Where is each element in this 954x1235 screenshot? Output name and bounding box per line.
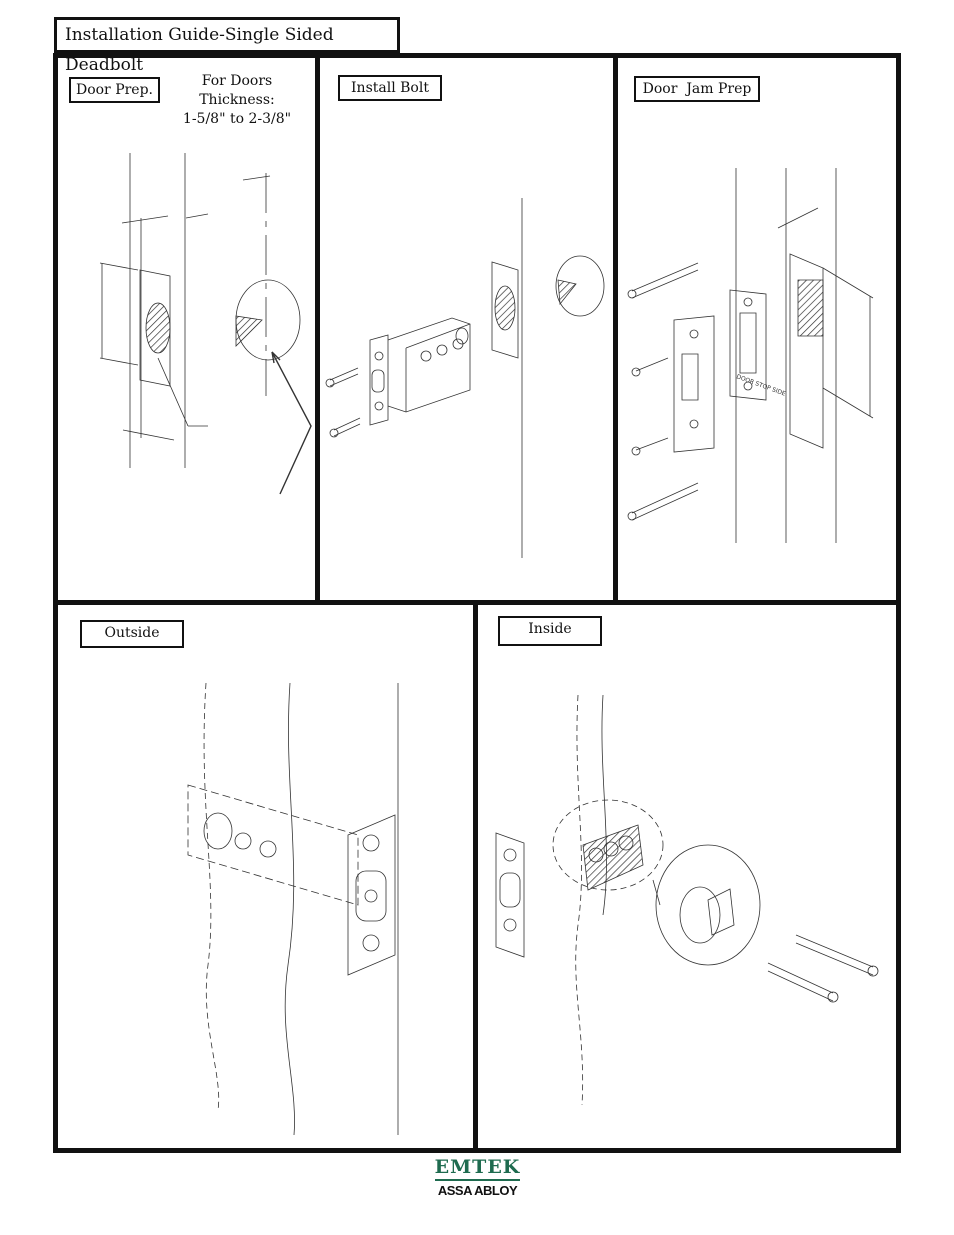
inside-label: Inside bbox=[498, 616, 602, 646]
panel-install-bolt: Install Bolt bbox=[320, 58, 613, 600]
brand-logo: EMTEK ASSA ABLOY bbox=[420, 1156, 535, 1198]
door-jam-prep-label-text: Door Jam Prep bbox=[642, 81, 752, 97]
door-thickness-note: For Doors Thickness: 1-5/8" to 2-3/8" bbox=[162, 72, 312, 129]
install-bolt-label: Install Bolt bbox=[338, 75, 442, 101]
page-title-text: Installation Guide-Single Sided Deadbolt bbox=[65, 25, 334, 75]
divider-1 bbox=[315, 58, 320, 601]
page-title: Installation Guide-Single Sided Deadbolt bbox=[54, 17, 400, 75]
divider-horizontal bbox=[58, 600, 896, 605]
install-bolt-label-text: Install Bolt bbox=[351, 80, 429, 96]
door-jam-prep-label: Door Jam Prep bbox=[634, 76, 760, 102]
panel-door-prep: Door Prep. For Doors Thickness: 1-5/8" t… bbox=[58, 58, 315, 600]
outside-drawing bbox=[58, 605, 473, 1148]
door-jam-prep-drawing: DOOR STOP SIDE bbox=[618, 58, 896, 600]
panel-inside: Inside bbox=[478, 605, 896, 1148]
door-prep-label-text: Door Prep. bbox=[75, 82, 154, 98]
panel-outside: Outside bbox=[58, 605, 473, 1148]
guide-frame bbox=[53, 53, 901, 1153]
brand-parent: ASSA ABLOY bbox=[437, 1183, 518, 1198]
inside-label-text: Inside bbox=[528, 621, 572, 637]
brand-name: EMTEK bbox=[434, 1156, 521, 1181]
outside-label: Outside bbox=[80, 620, 184, 648]
door-thickness-line1: For Doors Thickness: bbox=[199, 73, 275, 108]
door-stop-stamp: DOOR STOP SIDE bbox=[735, 373, 786, 397]
divider-3 bbox=[473, 604, 478, 1148]
door-prep-drawing bbox=[58, 58, 315, 600]
door-thickness-line2: 1-5/8" to 2-3/8" bbox=[182, 111, 292, 127]
divider-2 bbox=[613, 58, 618, 601]
panel-door-jam-prep: Door Jam Prep bbox=[618, 58, 896, 600]
outside-label-text: Outside bbox=[104, 625, 160, 641]
inside-drawing bbox=[478, 605, 896, 1148]
door-prep-label: Door Prep. bbox=[69, 77, 160, 103]
install-bolt-drawing bbox=[320, 58, 613, 600]
